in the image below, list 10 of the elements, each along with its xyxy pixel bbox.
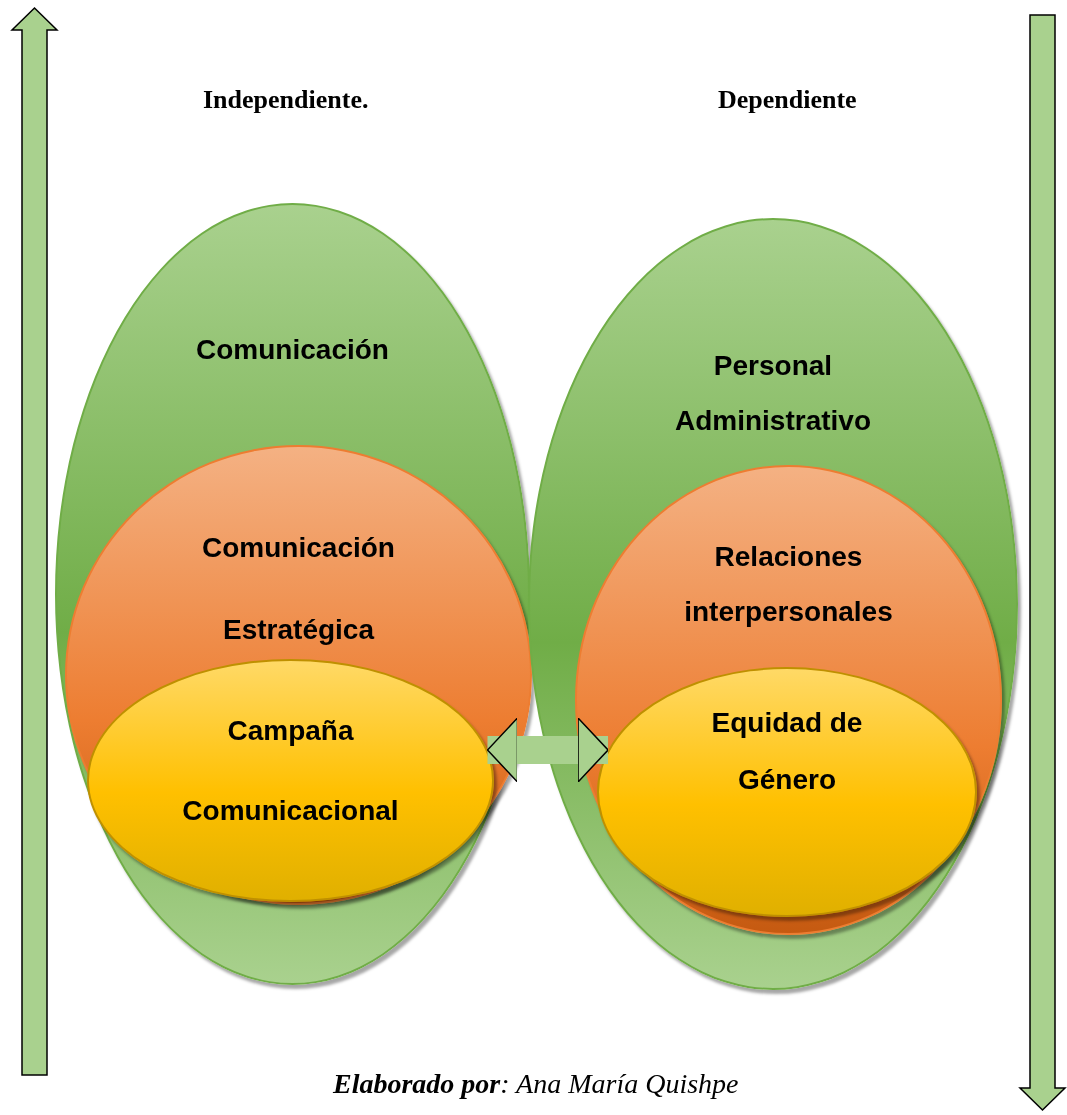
node-label: Campaña Comunicacional (181, 714, 400, 828)
double-arrow (486, 717, 609, 783)
column-heading: Independiente. (203, 85, 369, 115)
node-label: Relaciones interpersonales (683, 540, 894, 629)
node-label: Personal Administrativo (674, 349, 872, 438)
caption: Elaborado por: Ana María Quishpe (333, 1068, 739, 1100)
node-label: Equidad de Género (710, 706, 864, 797)
node-label: Comunicación Estratégica (201, 531, 396, 647)
node-label: Comunicación (195, 333, 390, 367)
column-heading: Dependiente (718, 85, 857, 115)
